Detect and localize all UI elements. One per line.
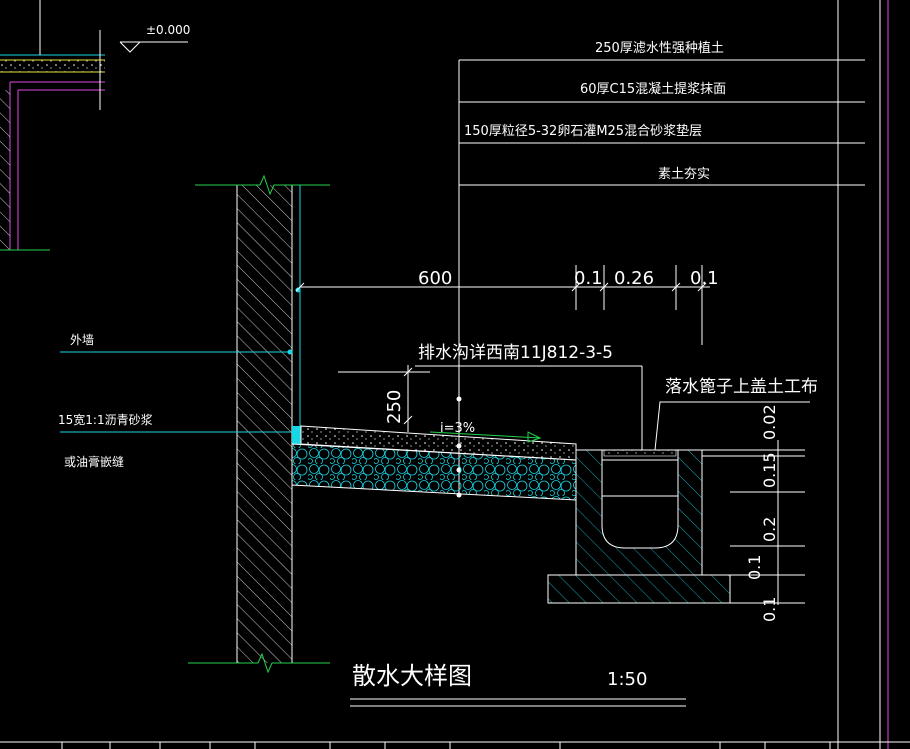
- vertical-dimension: [702, 440, 805, 605]
- dim-v5: 0.1: [760, 597, 779, 622]
- exterior-wall: [188, 174, 330, 674]
- layer-callout-lines: [456, 59, 865, 498]
- horizontal-dimension: [295, 265, 710, 345]
- height-dimension: [338, 365, 430, 432]
- drawing-title: 散水大样图: [352, 662, 472, 690]
- layer-1-label: 250厚滤水性强种植土: [595, 41, 724, 56]
- building-corner: [0, 0, 188, 251]
- dim-d3: 0.1: [690, 268, 719, 289]
- dim-width: 600: [418, 268, 452, 289]
- drawing-scale: 1:50: [607, 669, 647, 690]
- dim-v4: 0.1: [745, 555, 764, 580]
- drain-label: 排水沟详西南11J812-3-5: [418, 343, 613, 363]
- apron-section: [291, 425, 577, 501]
- slope-label: i=3%: [440, 421, 475, 436]
- drainage-channel: [547, 366, 731, 604]
- dim-d1: 0.1: [574, 268, 603, 289]
- wall-label: 外墙: [70, 333, 94, 347]
- layer-4-label: 素土夯实: [658, 167, 710, 182]
- elevation-label: ±0.000: [146, 23, 190, 37]
- dim-v3: 0.2: [760, 517, 779, 542]
- layer-3-label: 150厚粒径5-32卵石灌M25混合砂浆垫层: [464, 123, 702, 139]
- layer-2-label: 60厚C15混凝土提浆抹面: [580, 81, 726, 97]
- joint-label-2: 或油膏嵌缝: [64, 454, 124, 469]
- joint-label-1: 15宽1:1沥青砂浆: [58, 412, 153, 427]
- grate-label: 落水篦子上盖土工布: [665, 377, 818, 397]
- dim-d2: 0.26: [614, 268, 654, 289]
- dim-v1: 0.02: [760, 404, 779, 440]
- dim-height: 250: [384, 390, 405, 424]
- slope-arrow: [429, 431, 542, 443]
- dim-v2: 0.15: [760, 452, 779, 488]
